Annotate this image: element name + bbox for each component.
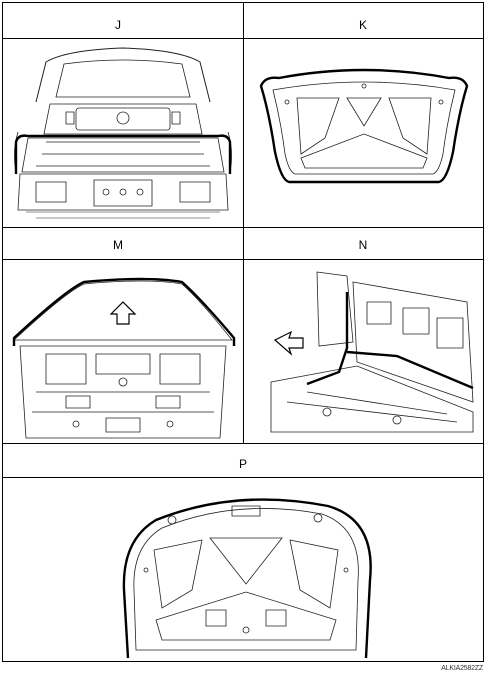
trunk-opening xyxy=(21,137,225,173)
side-weatherstrip xyxy=(306,292,474,390)
grid-line-center-top xyxy=(243,2,244,227)
window-weatherstrip xyxy=(12,277,236,346)
hood-outer-seal xyxy=(122,498,372,659)
hood-brace-right xyxy=(289,539,339,609)
weatherstrip-line xyxy=(14,134,232,174)
view-arrow xyxy=(273,330,304,356)
grid-line-row3-header xyxy=(2,477,484,478)
panel-n-illustration xyxy=(247,262,481,440)
panel-j-illustration xyxy=(6,42,240,224)
trunk-lid-outer xyxy=(259,68,469,184)
rear-panel xyxy=(17,173,229,211)
panel-label-p: P xyxy=(238,457,247,471)
panel-label-k: K xyxy=(358,18,367,32)
panel-label-j: J xyxy=(115,18,121,32)
rear-parcel-shelf xyxy=(43,103,203,135)
grid-line-center-mid xyxy=(243,227,244,443)
grid-line-row2-bottom xyxy=(2,443,484,444)
rear-window-glass xyxy=(12,280,233,341)
lid-brace-left xyxy=(296,97,340,155)
panel-label-m: M xyxy=(113,238,123,252)
panel-label-n: N xyxy=(358,238,368,252)
panel-p-illustration xyxy=(6,480,482,660)
panel-k-illustration xyxy=(247,42,481,224)
hood-brace-center xyxy=(209,537,283,585)
lid-brace-center xyxy=(346,97,382,127)
panel-m-illustration xyxy=(6,262,240,440)
rear-roof-outline xyxy=(35,47,211,103)
direction-arrow xyxy=(109,301,137,325)
lid-brace-right xyxy=(388,97,432,155)
hood-brace-left xyxy=(153,539,203,609)
rear-window-opening xyxy=(55,59,191,98)
figure-code: ALKIA2582ZZ xyxy=(441,665,483,672)
